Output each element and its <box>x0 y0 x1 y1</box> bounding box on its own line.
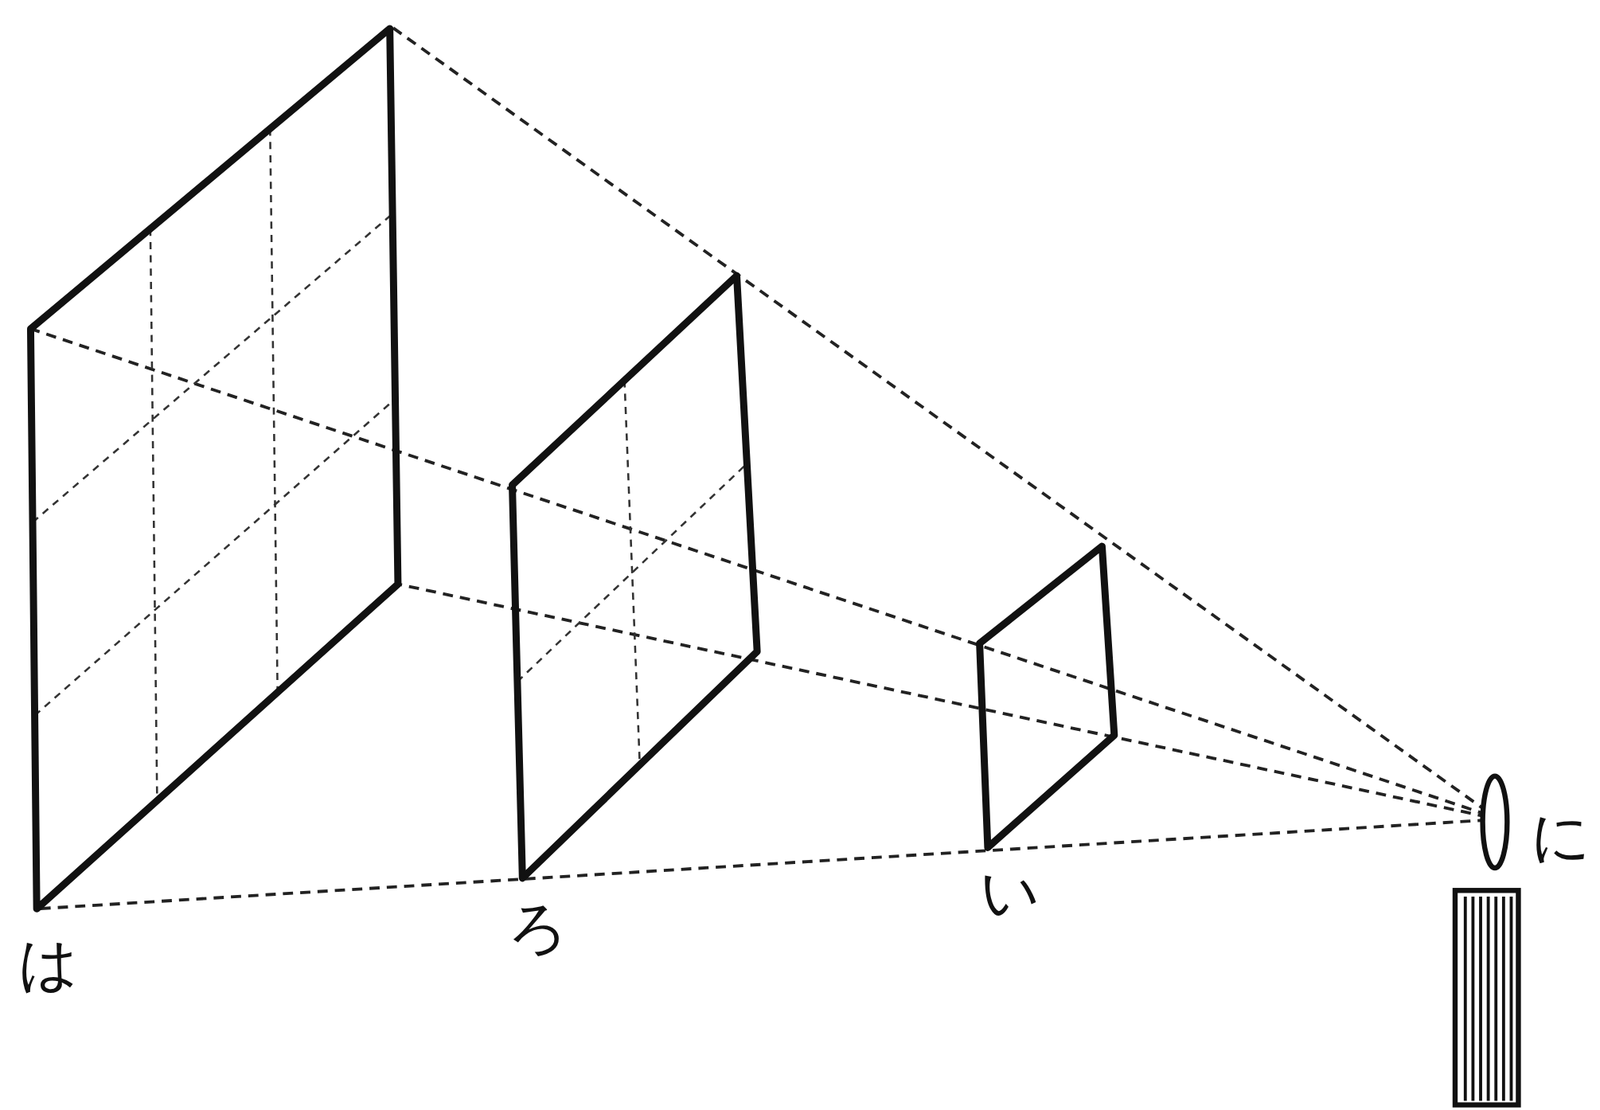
square-ha <box>30 28 398 909</box>
point-label: は <box>18 933 79 993</box>
grid-line <box>1494 896 1498 1101</box>
grid-line <box>150 228 158 800</box>
grid-line <box>1471 896 1475 1101</box>
candle <box>1455 776 1519 1105</box>
point-label: ろ <box>507 897 569 957</box>
grid-line <box>35 398 396 716</box>
square-i <box>979 546 1115 847</box>
light-rays <box>30 25 1488 909</box>
lens-flame <box>1482 776 1508 868</box>
candle-body <box>1455 889 1519 1105</box>
square-frames <box>30 28 1114 909</box>
square-ro <box>512 275 758 879</box>
grid-line <box>1502 896 1506 1101</box>
grid-line <box>32 213 393 522</box>
grid-line <box>1510 896 1514 1101</box>
candle-stripes <box>1465 896 1512 1101</box>
grid-line <box>624 380 640 765</box>
grid-line <box>517 463 747 682</box>
grid-line <box>1486 896 1491 1101</box>
grid-line <box>269 128 278 693</box>
grid-line <box>1463 896 1468 1101</box>
point-label: に <box>1530 806 1592 866</box>
grid-line <box>1479 896 1483 1101</box>
point-label: い <box>979 862 1041 921</box>
